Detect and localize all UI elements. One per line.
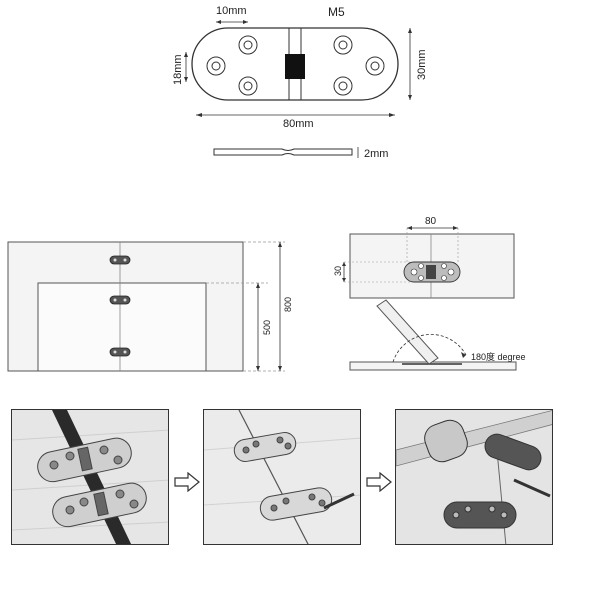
side-view-base xyxy=(349,361,517,371)
angle-label: 180度 degree xyxy=(471,351,526,362)
arrow-right-icon xyxy=(174,472,200,492)
dim-height-800: 800 xyxy=(283,297,293,312)
left-screw-holes xyxy=(206,35,258,96)
model-label: M5 xyxy=(328,5,345,19)
right-screw-holes xyxy=(333,35,385,96)
install-photo-step-3 xyxy=(395,409,553,545)
dim-length: 80mm xyxy=(283,118,314,130)
dim-hole-spacing: 10mm xyxy=(216,5,247,17)
dim-thickness: 2mm xyxy=(364,148,388,160)
install-photo-step-1 xyxy=(11,409,169,545)
dim-height-total: 30mm xyxy=(416,49,428,80)
hinge-folded-table-icon xyxy=(424,419,551,529)
dim-height-inner: 18mm xyxy=(172,54,184,85)
dim-width-80: 80 xyxy=(425,216,437,227)
panel-hinges xyxy=(109,255,131,357)
hinge-side-profile xyxy=(213,148,353,156)
dim-height-500: 500 xyxy=(262,320,272,335)
rotating-leaf xyxy=(376,299,439,365)
top-view-panel xyxy=(349,233,515,299)
hinge-knuckle xyxy=(285,54,305,79)
dim-height-30: 30 xyxy=(333,266,343,276)
hinge-screwing-on-wood-icon xyxy=(233,432,355,521)
hinge-pair-on-wood-icon xyxy=(37,437,147,528)
angle-arc xyxy=(392,334,467,363)
arrow-right-icon xyxy=(366,472,392,492)
hinge-top-view xyxy=(403,261,461,283)
install-photo-step-2 xyxy=(203,409,361,545)
